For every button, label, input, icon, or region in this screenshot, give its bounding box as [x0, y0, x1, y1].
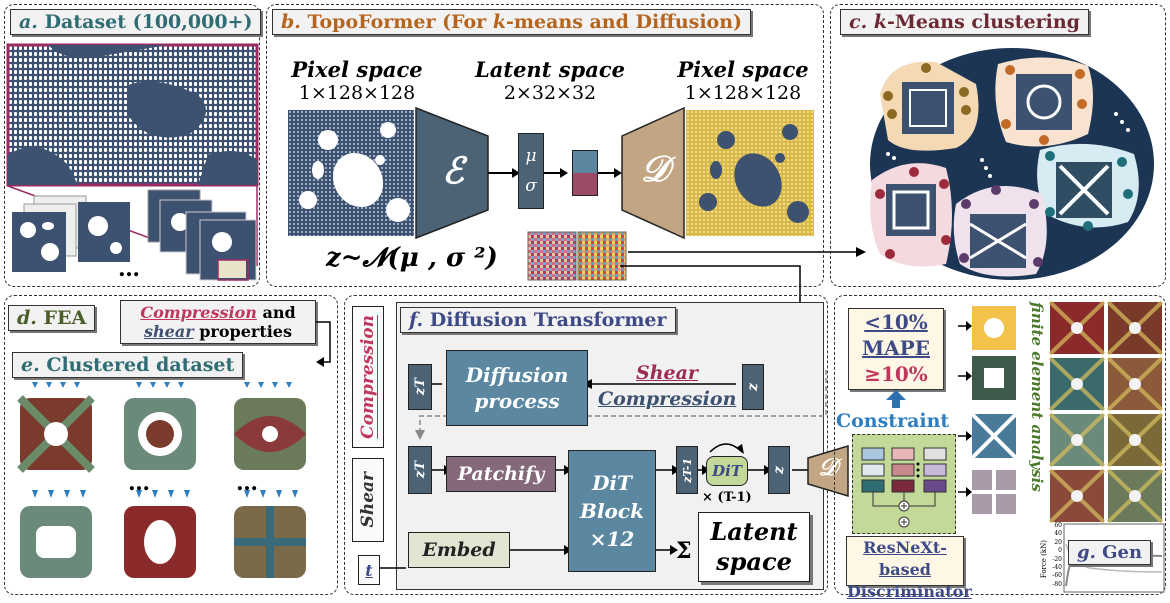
shear-condition-label: Shear [636, 362, 698, 384]
sigma-symbol: σ [525, 176, 537, 196]
compression-prop: Compression [140, 303, 257, 322]
patchify-block: Patchify [446, 456, 556, 492]
dataset-ellipsis: … [118, 256, 140, 282]
repeat-label: × (T-1) [702, 490, 752, 505]
zT-minus-1-token: zT-1 [676, 446, 698, 494]
clustered-fea-samples [17, 382, 306, 578]
latent-space-label: Latent space [475, 57, 625, 82]
mape-low: <10% [864, 310, 928, 334]
mape-high: ≥10% [864, 362, 928, 386]
pixel-space-label-in: Pixel space [291, 57, 423, 82]
latent-to-decoder-arrow [598, 168, 622, 178]
fea-sample-row-2 [20, 490, 306, 578]
constraint-label: Constraint [836, 410, 950, 432]
embed-block: Embed [408, 532, 510, 568]
panel-a-dataset [4, 4, 260, 287]
panel-g-generation [834, 295, 1166, 595]
panel-de-fea [4, 295, 338, 595]
fea-ellipsis-1: … [128, 470, 150, 496]
sigma-symbol: Σ [676, 538, 692, 564]
z-token-top: z [742, 364, 764, 410]
mu-sigma-block: μ σ [518, 133, 544, 209]
noise-to-kmeans-arrow [628, 247, 866, 257]
dataset-lattice-image [6, 43, 259, 187]
panel-f-title: f. Diffusion Transformer [400, 307, 676, 333]
mape-label: MAPE [862, 336, 930, 360]
panel-e-title: e. Clustered dataset [12, 352, 244, 378]
constraint-arrow [886, 390, 906, 408]
mape-box: <10% MAPE ≥10% [848, 308, 944, 390]
latent-z-block [572, 150, 598, 196]
encoder-block [415, 106, 489, 240]
fea-result-grid [1048, 300, 1164, 524]
shear-condition-box: Shear [352, 458, 384, 542]
discriminator-diagram [861, 447, 947, 528]
encoder-symbol: ℰ [442, 150, 464, 192]
discriminator-label: ResNeXt-based Discriminator [846, 536, 972, 601]
panel-a-title: a. Dataset (100,000+) [10, 9, 262, 35]
dit-block-main: DiT Block ×12 [568, 450, 656, 572]
pixel-dims-in: 1×128×128 [298, 82, 416, 104]
noise-latent-images [527, 231, 627, 281]
fea-ellipsis-2: … [236, 470, 258, 496]
generated-samples-column [958, 306, 1018, 514]
force-axis-label: Force (kN) [1040, 540, 1048, 579]
dataset-thumbnails [7, 185, 258, 281]
fea-vertical-label: finite element analysis [1028, 302, 1046, 492]
z-token-bottom: z [768, 446, 790, 494]
dit-small-block: DiT [706, 456, 748, 486]
kmeans-cluster-plot [870, 48, 1154, 280]
timestep-box: t [358, 555, 380, 585]
properties-box: Compression and shear properties [120, 300, 316, 344]
pixel-dims-out: 1×128×128 [684, 82, 802, 104]
input-pixel-image [288, 110, 414, 236]
decoder-small-symbol: 𝒟 [818, 452, 838, 481]
zT-token-top: zT [408, 364, 432, 410]
compression-condition-label: Compression [598, 388, 737, 410]
props-arrow [316, 321, 331, 367]
panel-d-title: d. FEA [8, 305, 96, 331]
output-pixel-image [686, 110, 814, 236]
diffusion-process-block: Diffusion process [446, 350, 588, 426]
fea-sample-row-1 [17, 382, 306, 473]
panel-f-diffusion [344, 295, 828, 595]
panel-c-title: c. k-Means clustering [840, 9, 1089, 35]
latent-space-box: Latent space [698, 512, 810, 582]
mu-symbol: μ [525, 146, 537, 166]
panel-g-title: g. Gen [1068, 540, 1152, 565]
shear-prop: shear [144, 322, 194, 341]
panel-b-topoformer [266, 4, 824, 287]
panel-c-kmeans [830, 4, 1166, 287]
gaussian-formula: z~𝓝(μ , σ ²) [326, 243, 498, 273]
latent-dims: 2×32×32 [503, 82, 597, 104]
decoder-block [621, 106, 685, 240]
zT-token-bottom: zT [408, 446, 432, 494]
compression-condition-box: Compression [352, 306, 384, 448]
decoder-symbol: 𝒟 [640, 148, 670, 190]
pixel-space-label-out: Pixel space [677, 57, 809, 82]
encoder-arrows [488, 168, 568, 178]
panel-b-title: b. TopoFormer (For k-means and Diffusion… [272, 9, 752, 35]
